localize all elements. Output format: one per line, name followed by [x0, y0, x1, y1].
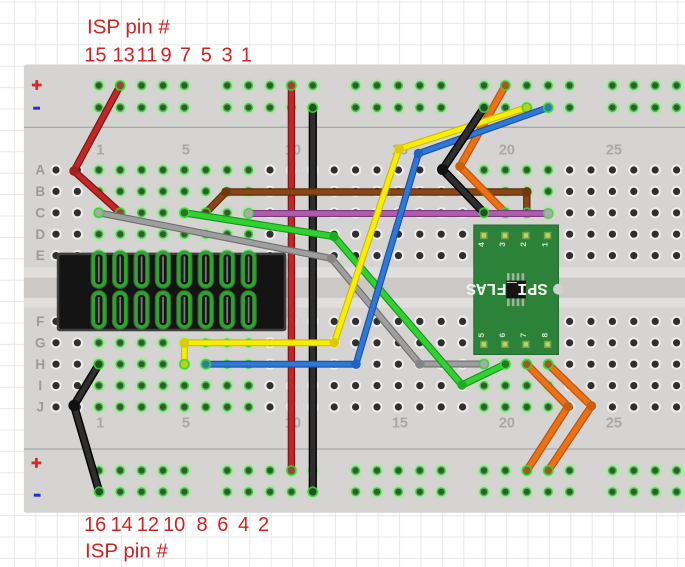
- svg-text:D: D: [35, 227, 45, 242]
- svg-text:B: B: [35, 184, 45, 199]
- svg-text:J: J: [37, 400, 45, 415]
- svg-text:11: 11: [137, 45, 158, 67]
- svg-text:20: 20: [499, 143, 515, 159]
- svg-text:16: 16: [84, 514, 106, 536]
- svg-text:6: 6: [217, 514, 228, 536]
- svg-text:4: 4: [477, 242, 487, 247]
- svg-text:13: 13: [112, 45, 134, 67]
- svg-text:H: H: [35, 357, 45, 372]
- svg-text:5: 5: [182, 143, 190, 159]
- svg-text:14: 14: [111, 514, 133, 536]
- svg-text:7: 7: [180, 45, 191, 67]
- svg-text:1: 1: [96, 143, 104, 159]
- svg-text:15: 15: [84, 45, 106, 67]
- svg-text:12: 12: [137, 514, 159, 536]
- svg-text:9: 9: [161, 45, 172, 67]
- svg-text:10: 10: [163, 514, 185, 536]
- svg-text:ISP pin #: ISP pin #: [87, 16, 170, 39]
- svg-text:A: A: [35, 163, 45, 178]
- svg-text:C: C: [35, 205, 45, 220]
- svg-text:3: 3: [221, 45, 232, 67]
- svg-text:F: F: [36, 314, 44, 329]
- svg-text:3: 3: [498, 242, 508, 247]
- svg-text:ISP pin #: ISP pin #: [85, 540, 168, 563]
- svg-text:SPI_FLAS: SPI_FLAS: [466, 278, 548, 297]
- svg-text:7: 7: [519, 333, 529, 338]
- svg-text:5: 5: [182, 416, 190, 432]
- svg-text:G: G: [35, 335, 46, 350]
- svg-text:1: 1: [96, 416, 104, 432]
- svg-text:I: I: [38, 378, 42, 393]
- svg-text:5: 5: [201, 45, 212, 67]
- svg-text:20: 20: [499, 416, 515, 432]
- svg-text:2: 2: [258, 514, 269, 536]
- svg-text:15: 15: [392, 416, 408, 432]
- svg-text:E: E: [36, 248, 45, 263]
- svg-text:4: 4: [238, 514, 249, 536]
- svg-text:6: 6: [498, 333, 508, 338]
- svg-text:2: 2: [519, 242, 529, 247]
- svg-text:25: 25: [606, 143, 622, 159]
- svg-text:5: 5: [477, 333, 487, 338]
- svg-text:1: 1: [541, 242, 551, 247]
- svg-text:8: 8: [196, 514, 207, 536]
- svg-text:1: 1: [241, 45, 252, 67]
- svg-text:25: 25: [606, 416, 622, 432]
- svg-text:8: 8: [541, 333, 551, 338]
